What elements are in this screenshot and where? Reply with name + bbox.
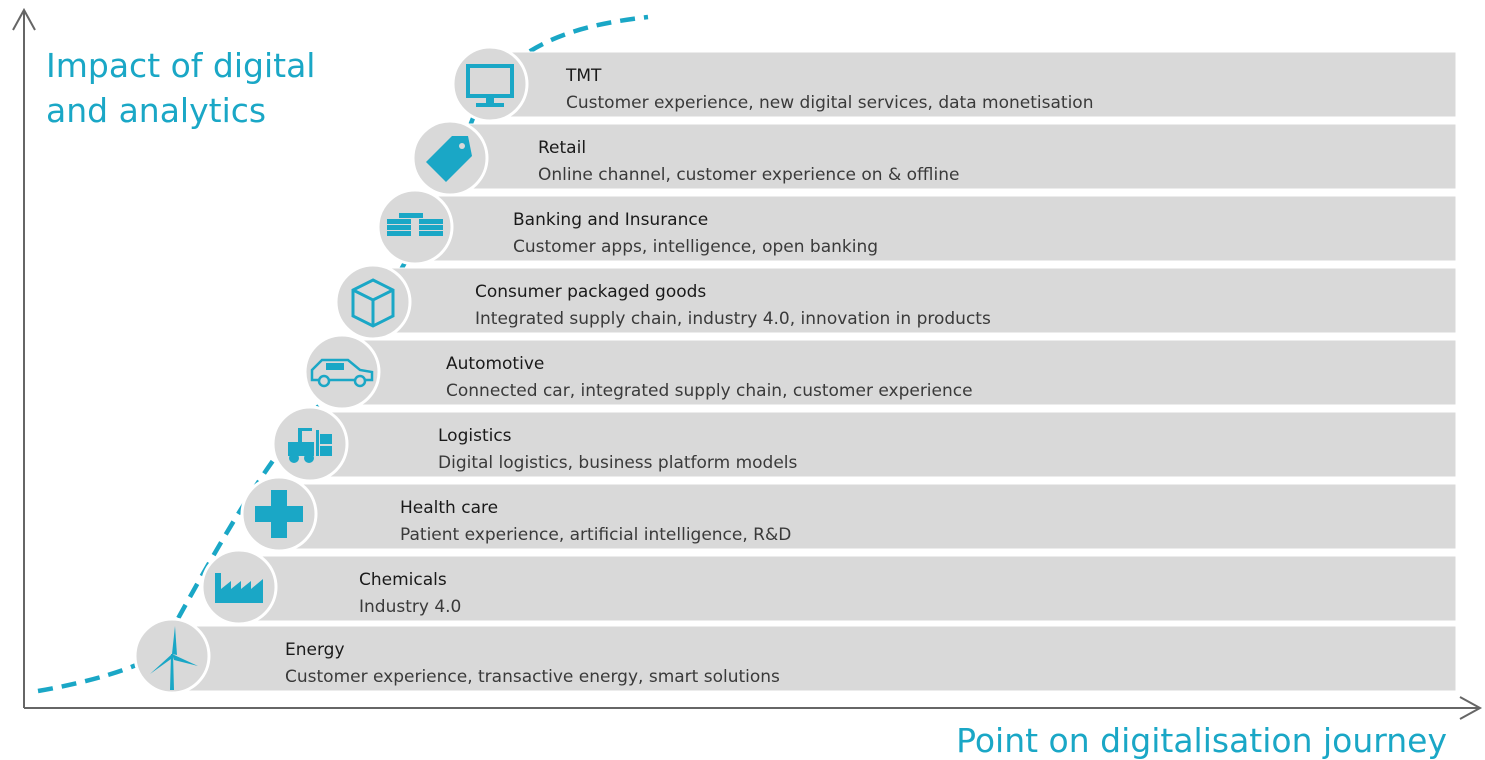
y-axis-arrow (12, 7, 36, 31)
industry-bar (157, 625, 1457, 692)
car-icon (310, 358, 374, 388)
industry-description: Digital logistics, business platform mod… (438, 453, 798, 473)
industry-bar (329, 339, 1457, 406)
industry-row: TMT Customer experience, new digital serv… (451, 45, 1457, 123)
industry-title: Consumer packaged goods (475, 282, 706, 302)
industry-title: Health care (400, 498, 498, 518)
industry-description: Customer experience, transactive energy,… (285, 667, 780, 687)
icon-circle (451, 45, 529, 123)
industry-title: Logistics (438, 426, 512, 446)
industry-description: Industry 4.0 (359, 597, 461, 617)
industry-title: TMT (565, 66, 602, 86)
money-stacks-icon (387, 213, 443, 236)
industry-bar (221, 555, 1457, 622)
industry-description: Patient experience, artificial intellige… (400, 525, 791, 545)
industry-description: Connected car, integrated supply chain, … (446, 381, 973, 401)
industry-bar (261, 483, 1457, 550)
wind-turbine-icon (150, 626, 198, 690)
medical-cross-icon (255, 490, 303, 538)
industry-title: Automotive (446, 354, 544, 374)
industry-description: Online channel, customer experience on &… (538, 165, 959, 185)
x-axis-label: Point on digitalisation journey (956, 721, 1447, 760)
y-axis-label-line2: and analytics (46, 91, 266, 130)
industry-bar (399, 195, 1457, 262)
icon-circle (376, 188, 454, 266)
package-box-icon (351, 278, 395, 328)
industry-description: Integrated supply chain, industry 4.0, i… (475, 309, 991, 329)
price-tag-icon (426, 136, 472, 182)
industry-description: Customer apps, intelligence, open bankin… (513, 237, 878, 257)
icon-circle (303, 333, 381, 411)
industry-title: Retail (538, 138, 586, 158)
industry-title: Chemicals (359, 570, 447, 590)
industry-bar (477, 51, 1457, 118)
industry-bar (299, 411, 1457, 478)
x-axis-arrow (1459, 696, 1483, 720)
industry-title: Energy (285, 640, 345, 660)
industry-bar (359, 267, 1457, 334)
factory-icon (215, 573, 263, 603)
computer-monitor-icon (466, 64, 514, 107)
industry-bar (437, 123, 1457, 190)
forklift-icon (288, 428, 332, 463)
y-axis-label-line1: Impact of digital (46, 46, 315, 85)
industry-title: Banking and Insurance (513, 210, 708, 230)
industry-description: Customer experience, new digital service… (566, 93, 1093, 113)
